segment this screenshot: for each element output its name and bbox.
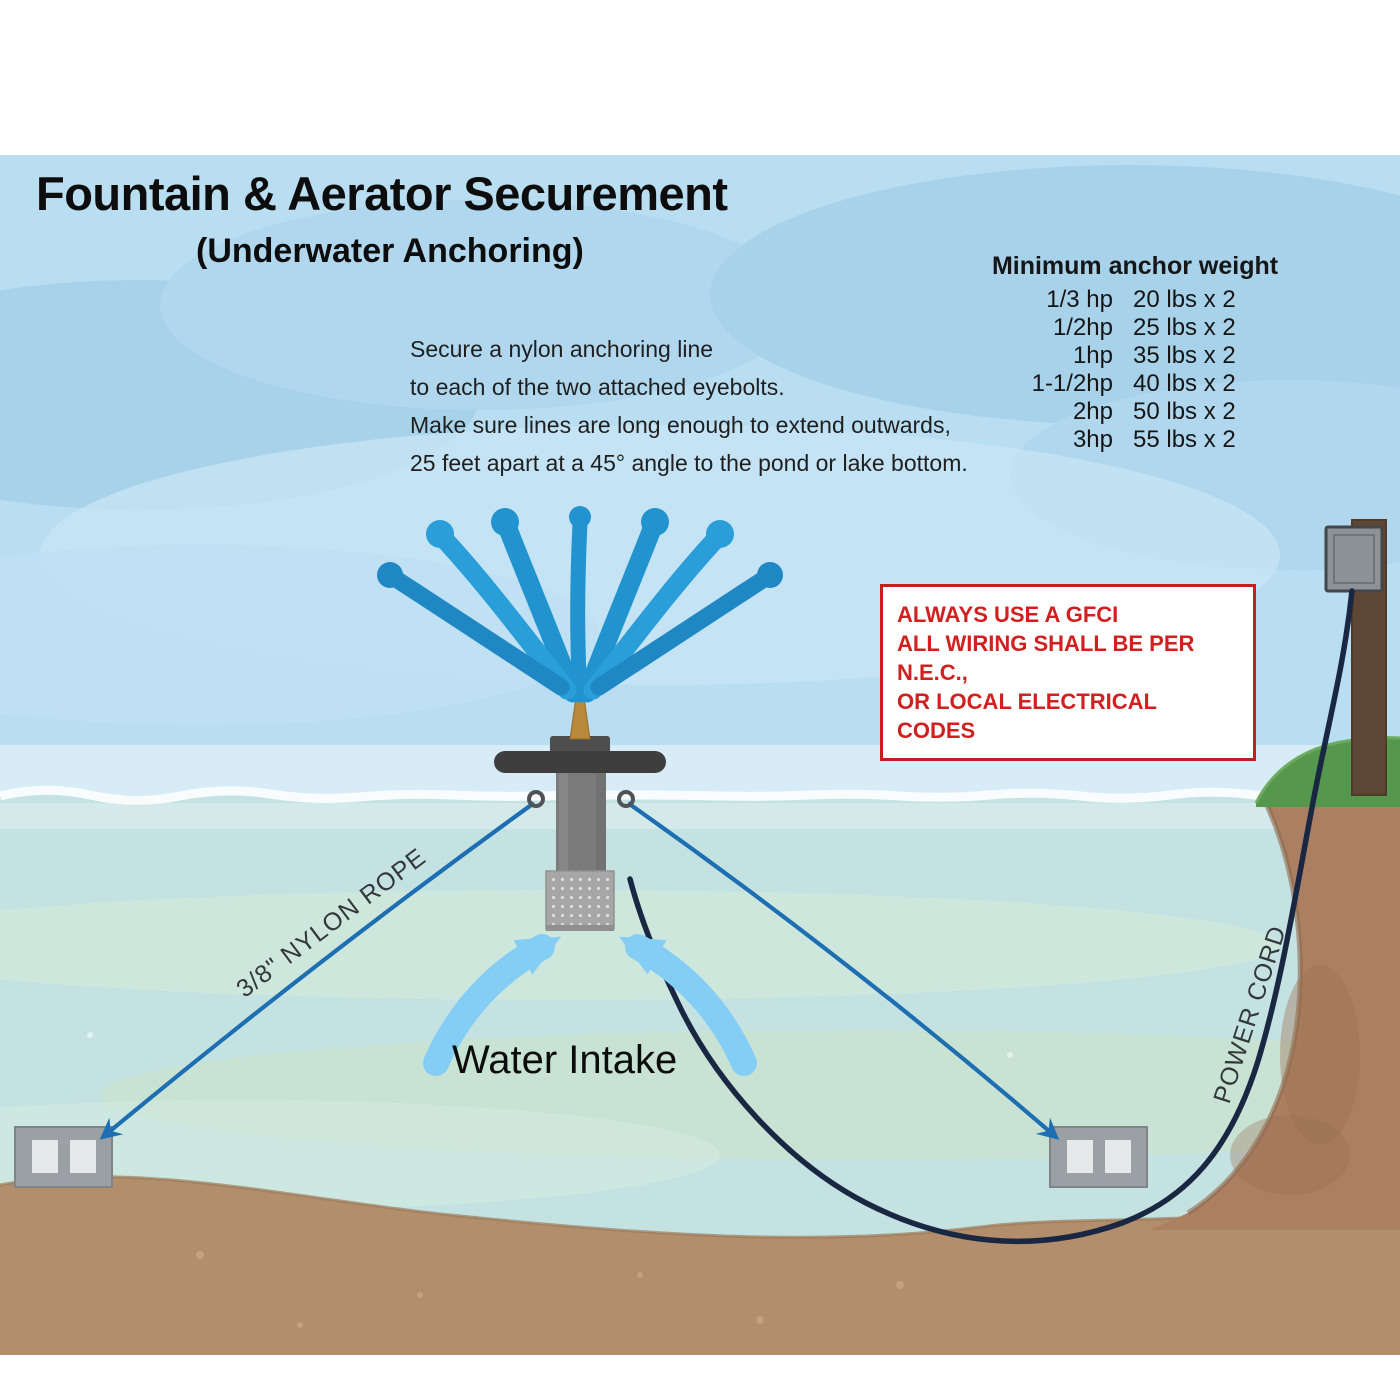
power-cord-line: [627, 588, 1355, 1245]
anchor-table-header: Minimum anchor weight: [991, 252, 1279, 280]
electrical-box: [1324, 525, 1384, 593]
warning-line: ALWAYS USE A GFCI: [897, 602, 1119, 627]
float-disc: [494, 751, 666, 773]
hp-rating: 2hp: [1072, 398, 1113, 425]
warning-line: ALL WIRING SHALL BE PER N.E.C.,: [897, 631, 1195, 685]
anchor-block-left: [14, 1126, 113, 1188]
anchor-weight: 40 lbs x 2: [1133, 370, 1236, 397]
anchor-weight: 55 lbs x 2: [1133, 426, 1236, 453]
anchor-weight: 50 lbs x 2: [1133, 398, 1236, 425]
fountain-unit: [494, 689, 666, 931]
instruction-line: to each of the two attached eyebolts.: [410, 374, 785, 400]
intake-arrow-left: [423, 934, 562, 1076]
intake-arrow-right: [618, 934, 757, 1076]
anchor-table-row: 1hp 35 lbs x 2: [985, 342, 1285, 370]
shore-bank: [1150, 793, 1400, 1230]
hp-rating: 1/3 hp: [1046, 286, 1113, 313]
eyebolt-left: [527, 790, 545, 808]
anchor-weight: 20 lbs x 2: [1133, 286, 1236, 313]
water: [0, 795, 1400, 1355]
anchor-weight: 35 lbs x 2: [1133, 342, 1236, 369]
hp-rating: 1/2hp: [1052, 314, 1113, 341]
water-intake-label: Water Intake: [452, 1038, 678, 1082]
rope-left: [99, 801, 536, 1140]
fountain-spray: [377, 506, 783, 703]
anchor-block-right: [1049, 1126, 1148, 1188]
anchor-table-row: 2hp 50 lbs x 2: [985, 398, 1285, 426]
anchor-table-row: 1/2hp 25 lbs x 2: [985, 314, 1285, 342]
hp-rating: 1-1/2hp: [1031, 370, 1113, 397]
anchor-weight-table: Minimum anchor weight 1/3 hp 20 lbs x 2 …: [985, 252, 1285, 454]
anchor-table-row: 1-1/2hp 40 lbs x 2: [985, 370, 1285, 398]
hp-rating: 3hp: [1072, 426, 1113, 453]
instruction-line: Secure a nylon anchoring line: [410, 336, 714, 362]
instructions-text: Secure a nylon anchoring line to each of…: [410, 330, 968, 482]
anchor-table-row: 1/3 hp 20 lbs x 2: [985, 286, 1285, 314]
anchor-table-row: 3hp 55 lbs x 2: [985, 426, 1285, 454]
anchor-weight: 25 lbs x 2: [1133, 314, 1236, 341]
eyebolt-right: [617, 790, 635, 808]
float-step: [550, 736, 610, 753]
hp-rating: 1hp: [1072, 342, 1113, 369]
rope-right: [626, 801, 1060, 1140]
electrical-warning-box: ALWAYS USE A GFCI ALL WIRING SHALL BE PE…: [880, 584, 1256, 761]
instruction-line: Make sure lines are long enough to exten…: [410, 412, 951, 438]
page-title: Fountain & Aerator Securement: [36, 167, 728, 220]
intake-screen: [545, 870, 615, 930]
page-subtitle: (Underwater Anchoring): [196, 232, 584, 270]
instruction-line: 25 feet apart at a 45° angle to the pond…: [410, 450, 968, 476]
water-intake-arrows: [423, 934, 757, 1076]
warning-line: OR LOCAL ELECTRICAL CODES: [897, 689, 1157, 743]
